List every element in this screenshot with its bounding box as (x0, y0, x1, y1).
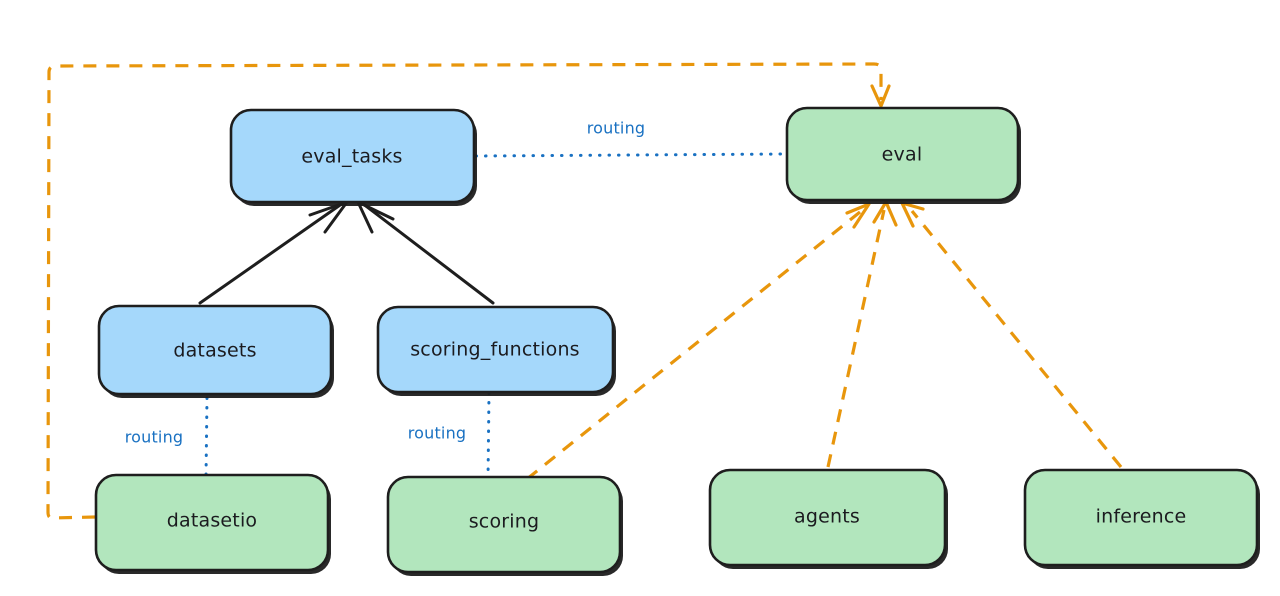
edge-eval_tasks-eval-line (474, 152, 788, 158)
edge-datasetio-eval (46, 62, 891, 520)
edge-scoring_functions-eval_tasks-arrowhead (356, 200, 395, 234)
node-inference[interactable]: inference (1023, 468, 1260, 569)
edge-agents-eval (826, 200, 898, 468)
edge-scoring_functions-eval_tasks-line (360, 201, 495, 305)
edge-inference-eval-arrowhead (900, 201, 925, 228)
edge-agents-eval-line (826, 209, 886, 468)
node-scoring-label: scoring (469, 511, 540, 533)
node-scoring[interactable]: scoring (386, 475, 623, 576)
edge-label-routing-datasetio: routing (125, 428, 184, 447)
node-eval[interactable]: eval (785, 106, 1021, 204)
node-datasets-label: datasets (173, 340, 256, 362)
node-agents[interactable]: agents (708, 468, 948, 569)
edge-inference-eval (900, 201, 1123, 469)
node-scoring-body (386, 475, 622, 574)
edge-datasets-eval_tasks (198, 200, 349, 305)
node-agents-body (708, 468, 947, 567)
edge-datasets-eval_tasks-arrowhead (308, 200, 349, 234)
edge-label-routing-eval: routing (587, 119, 646, 138)
node-layer: eval_tasks eval datasets scoring_functio… (94, 106, 1260, 576)
node-eval_tasks-label: eval_tasks (301, 146, 402, 168)
edge-scoring_functions-scoring-line (486, 391, 491, 481)
node-eval-label: eval (882, 144, 923, 166)
edge-agents-eval-arrowhead (872, 200, 898, 227)
node-scoring_functions-body (376, 305, 615, 394)
node-scoring_functions[interactable]: scoring_functions (376, 305, 616, 396)
node-scoring_functions-label: scoring_functions (410, 339, 580, 361)
node-inference-body (1023, 468, 1259, 567)
node-datasets[interactable]: datasets (97, 304, 334, 398)
node-eval_tasks[interactable]: eval_tasks (229, 108, 477, 206)
edge-datasets-eval_tasks-line (198, 201, 345, 305)
edge-datasets-datasetio-line (204, 396, 209, 479)
node-datasetio-body (94, 473, 330, 572)
edge-inference-eval-line (910, 209, 1123, 469)
node-agents-label: agents (794, 506, 860, 528)
edge-scoring-eval-line (525, 210, 862, 481)
node-datasetio[interactable]: datasetio (94, 473, 331, 574)
edge-label-routing-scoring: routing (408, 424, 467, 443)
node-datasets-body (97, 304, 333, 396)
edge-label-layer: routing routing routing (125, 119, 646, 447)
edge-datasetio-eval-arrowhead (870, 84, 891, 108)
edge-datasetio-eval-line (46, 62, 883, 520)
node-inference-label: inference (1096, 506, 1187, 528)
node-datasetio-label: datasetio (167, 510, 258, 532)
node-eval_tasks-body (229, 108, 476, 204)
node-eval-body (785, 106, 1020, 202)
edge-scoring_functions-eval_tasks (356, 200, 495, 305)
